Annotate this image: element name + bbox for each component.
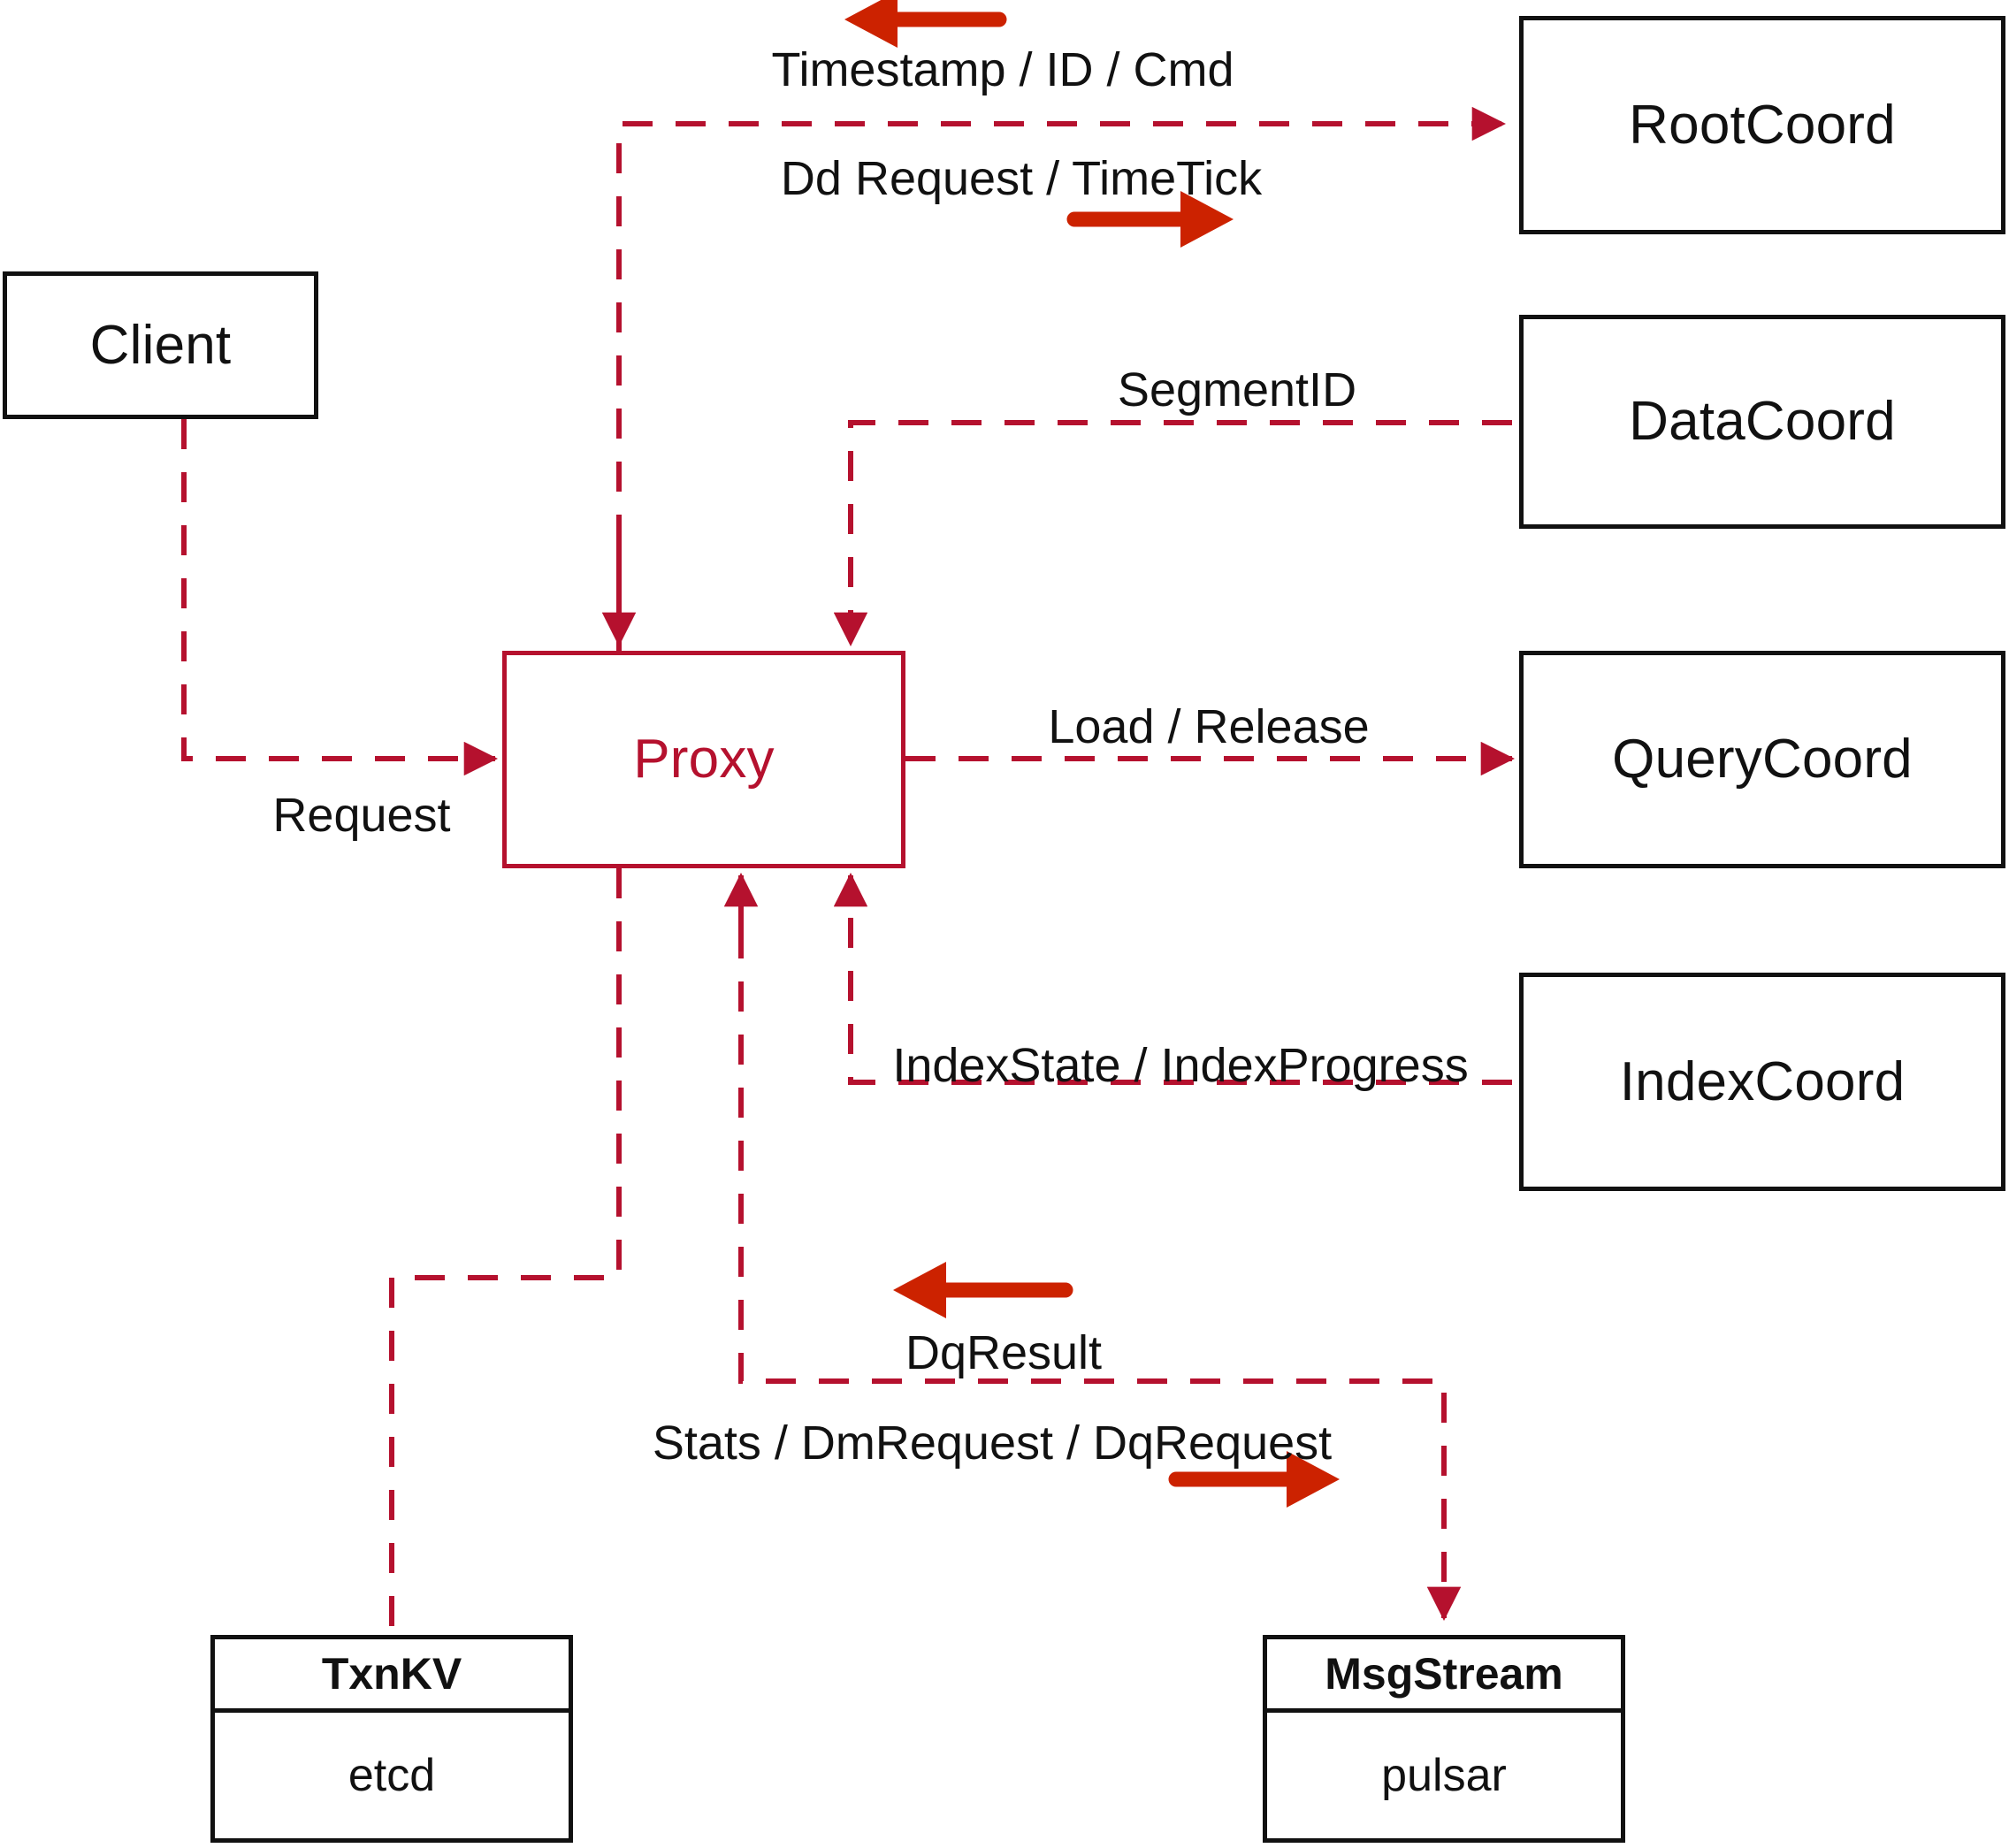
- direction-arrowhead-dqrequest: [1287, 1451, 1340, 1508]
- wire-proxy-to-msgstream: [738, 875, 1462, 1622]
- wire-proxy-to-txnkv: [389, 868, 622, 1635]
- node-querycoord[interactable]: QueryCoord: [1519, 651, 2005, 868]
- edge-label-segment-id: SegmentID: [1117, 363, 1357, 416]
- node-txnkv-impl: etcd: [348, 1750, 436, 1801]
- node-rootcoord[interactable]: RootCoord: [1519, 16, 2005, 234]
- node-txnkv-header: TxnKV: [215, 1639, 569, 1713]
- node-indexcoord[interactable]: IndexCoord: [1519, 973, 2005, 1191]
- node-rootcoord-label: RootCoord: [1629, 94, 1896, 156]
- node-msgstream-impl: pulsar: [1381, 1750, 1507, 1801]
- node-querycoord-label: QueryCoord: [1612, 729, 1913, 790]
- node-proxy-label: Proxy: [633, 729, 775, 790]
- node-txnkv[interactable]: TxnKV etcd: [210, 1635, 573, 1843]
- direction-arrowhead-dd-request: [1180, 191, 1234, 248]
- node-msgstream[interactable]: MsgStream pulsar: [1263, 1635, 1625, 1843]
- node-datacoord-label: DataCoord: [1629, 391, 1896, 452]
- node-msgstream-body: pulsar: [1267, 1713, 1621, 1838]
- node-txnkv-body: etcd: [215, 1713, 569, 1838]
- node-datacoord[interactable]: DataCoord: [1519, 315, 2005, 529]
- edge-label-load-release: Load / Release: [1048, 700, 1370, 753]
- wire-datacoord-to-proxy: [833, 420, 1512, 647]
- node-proxy[interactable]: Proxy: [502, 651, 905, 868]
- node-txnkv-title: TxnKV: [321, 1649, 462, 1699]
- node-indexcoord-label: IndexCoord: [1619, 1050, 1906, 1112]
- node-client[interactable]: Client: [3, 271, 318, 419]
- node-msgstream-title: MsgStream: [1325, 1649, 1563, 1699]
- direction-arrowhead-timestamp: [844, 0, 898, 48]
- node-client-label: Client: [89, 314, 232, 376]
- edge-label-dq-result: DqResult: [905, 1326, 1103, 1379]
- wire-client-to-proxy: [181, 419, 499, 776]
- direction-arrowhead-dqresult: [893, 1262, 946, 1318]
- wire-proxy-to-rootcoord: [616, 106, 1507, 651]
- edge-label-stats-dm-dq-request: Stats / DmRequest / DqRequest: [652, 1417, 1333, 1470]
- edge-label-request: Request: [272, 789, 451, 842]
- node-msgstream-header: MsgStream: [1267, 1639, 1621, 1713]
- edge-label-timestamp-id-cmd: Timestamp / ID / Cmd: [771, 43, 1234, 96]
- edge-label-dd-request-timetick: Dd Request / TimeTick: [780, 152, 1263, 205]
- edge-label-index-state-progress: IndexState / IndexProgress: [892, 1039, 1469, 1092]
- wire-indexcoord-to-proxy: [833, 872, 1512, 1085]
